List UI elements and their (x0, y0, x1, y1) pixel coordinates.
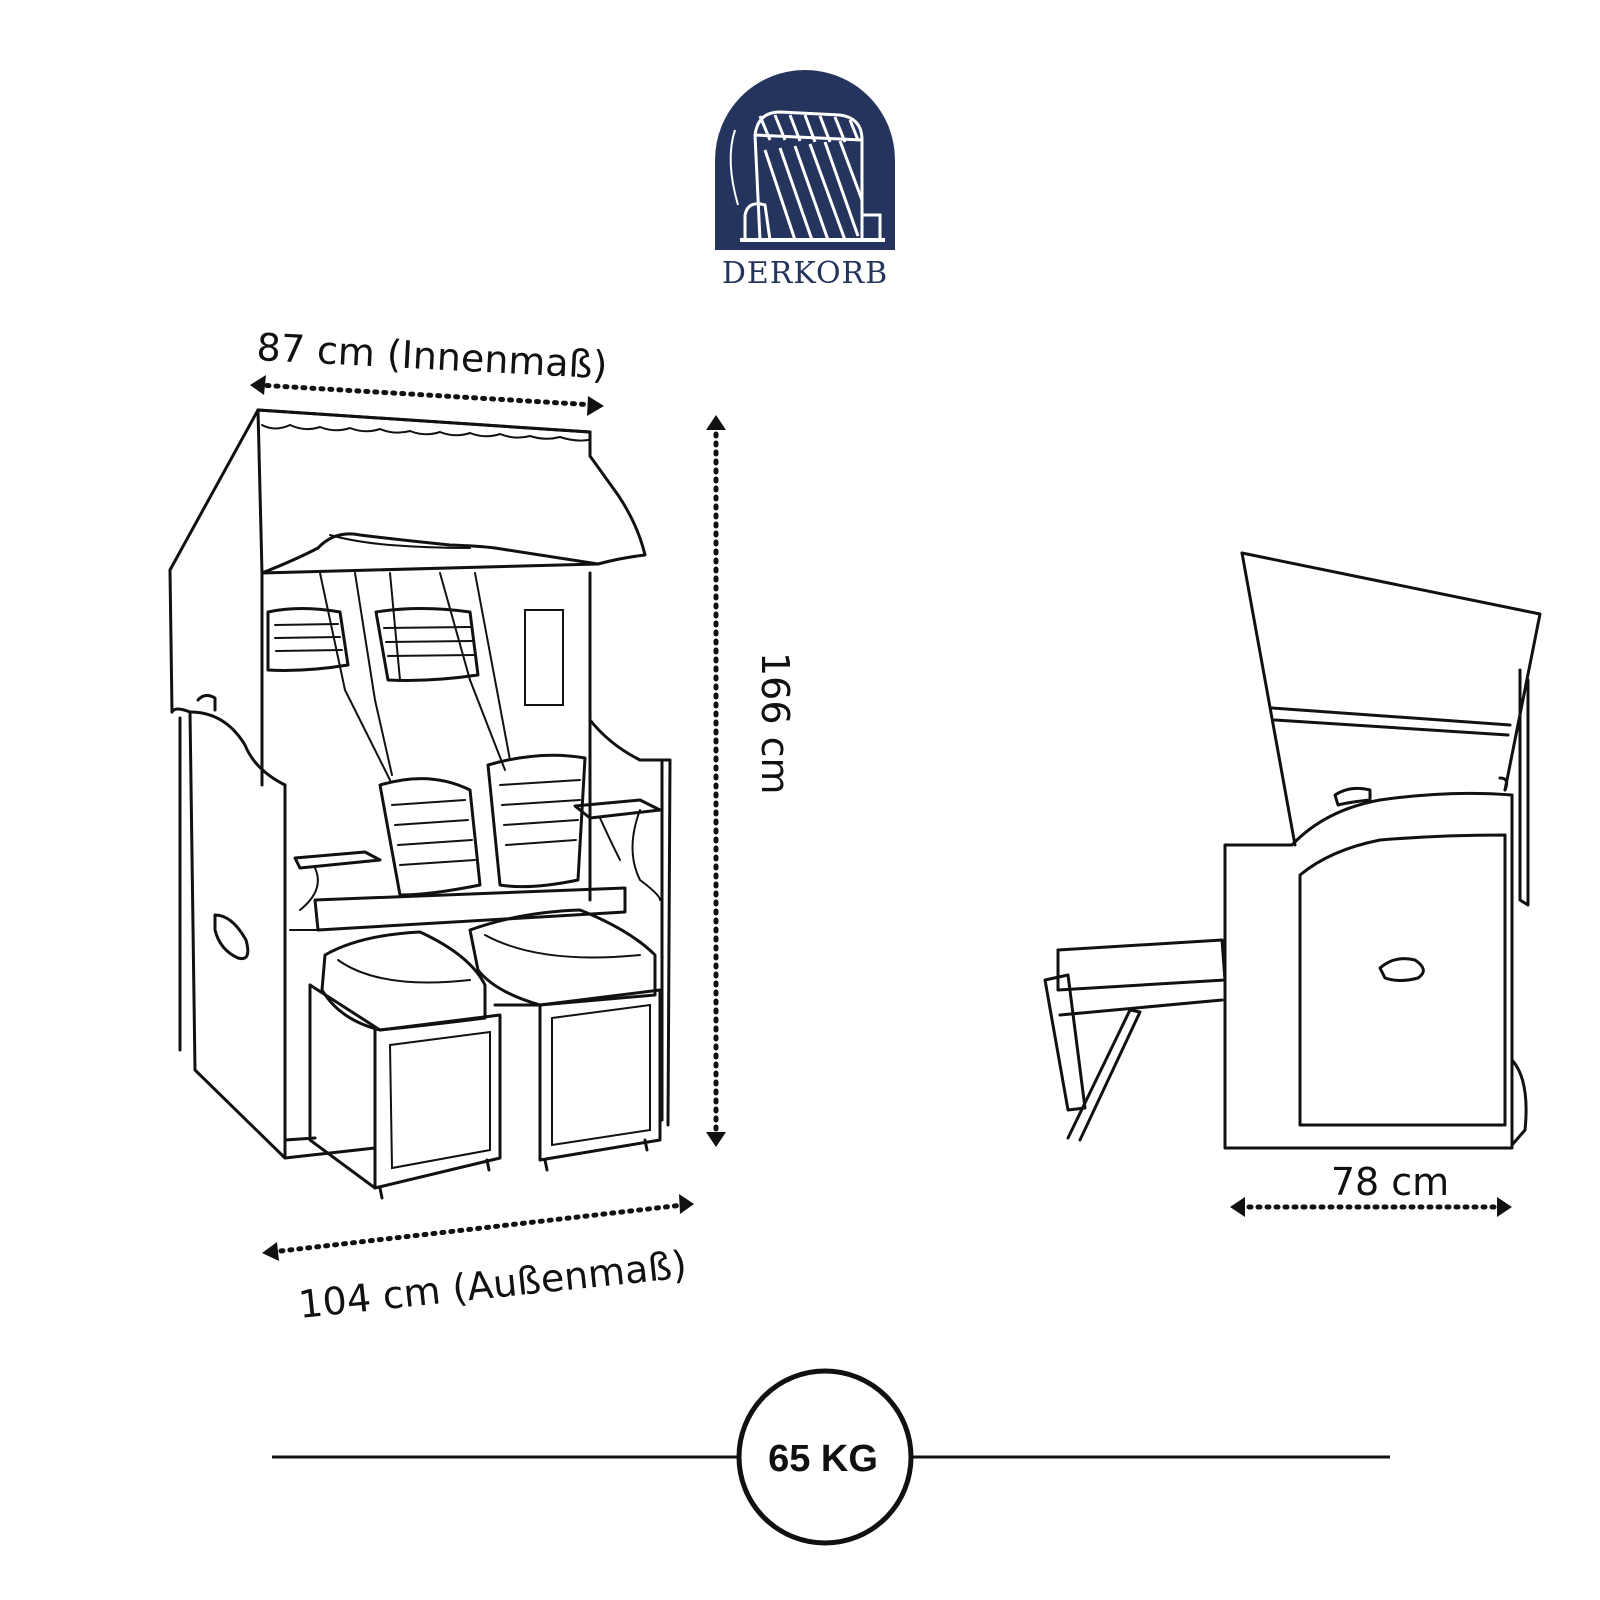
weight-circle (736, 1368, 914, 1546)
height-dimension: 166 cm (706, 415, 797, 1147)
outer-width-label: 104 cm (Außenmaß) (296, 1242, 688, 1327)
beach-chair-side-drawing (1043, 551, 1542, 1150)
height-label: 166 cm (753, 652, 797, 795)
brand-name: DERKORB (722, 256, 888, 291)
depth-dimension: 78 cm (1230, 1160, 1512, 1217)
inner-width-dimension: 87 cm (Innenmaß) (250, 325, 609, 416)
beach-chair-front-drawing (168, 408, 672, 1200)
outer-width-dimension: 104 cm (Außenmaß) (262, 1194, 694, 1327)
beach-chair-logo-icon (715, 70, 895, 250)
depth-label: 78 cm (1331, 1160, 1449, 1204)
weight-badge: 65 KG (272, 1368, 1390, 1546)
brand-logo: DERKORB (715, 70, 895, 291)
weight-label: 65 KG (768, 1438, 878, 1480)
inner-width-label: 87 cm (Innenmaß) (256, 325, 609, 387)
